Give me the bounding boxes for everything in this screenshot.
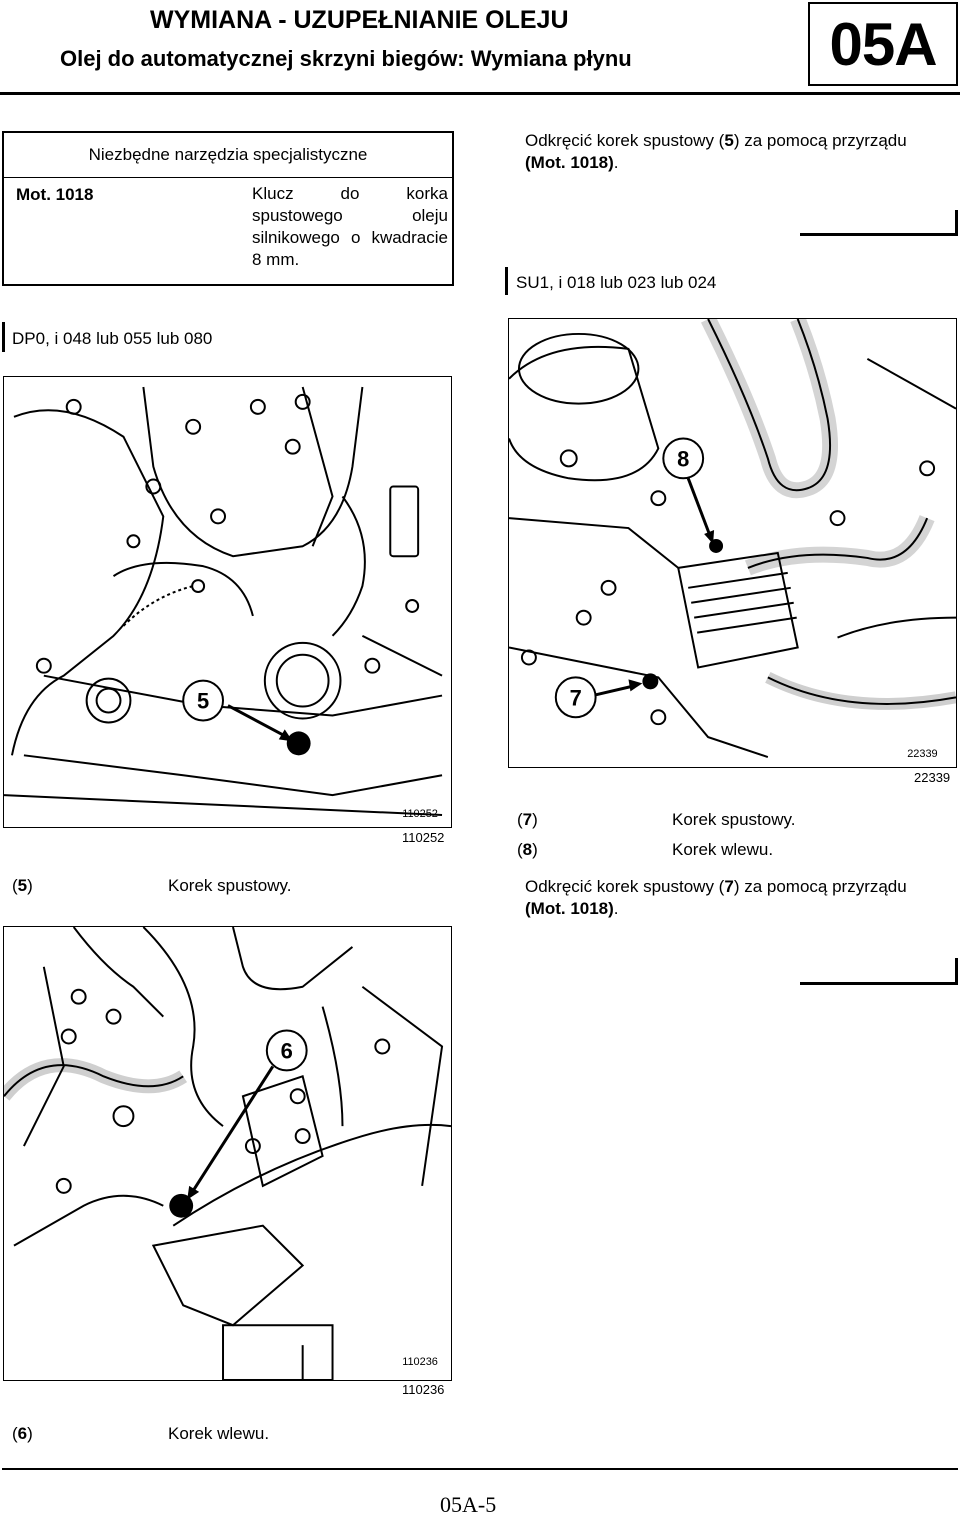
legend-text-8: Korek wlewu. — [672, 840, 774, 859]
tools-table-heading: Niezbędne narzędzia specjalistyczne — [88, 145, 368, 164]
tools-table-separator — [4, 177, 452, 178]
variant-label-right: SU1, i 018 lub 023 lub 024 — [516, 273, 717, 292]
legend-ref-7: (7) — [517, 810, 538, 829]
caption-ref-5: (5) — [12, 876, 33, 895]
instruction-1-prefix: Odkręcić korek spustowy ( — [525, 131, 725, 150]
page-title: WYMIANA - UZUPEŁNIANIE OLEJU — [150, 6, 569, 34]
figure-110236: 6 110236 — [3, 926, 452, 1381]
section-code-badge: 05A — [808, 2, 958, 86]
instruction-1-mid: ) za pomocą przyrządu — [733, 131, 907, 150]
caption-text-5: Korek spustowy. — [168, 876, 292, 895]
callout-7: 7 — [570, 685, 582, 710]
fill-plug-6-marker — [169, 1193, 194, 1218]
legend-ref-number: 8 — [522, 840, 533, 859]
end-marker-tick — [955, 210, 958, 236]
drain-plug-7-marker — [642, 673, 659, 690]
instruction-1: Odkręcić korek spustowy (5) za pomocą pr… — [525, 130, 960, 174]
figure-110252: 5 110252 — [3, 376, 452, 828]
callout-5: 5 — [197, 689, 209, 714]
figure3-code: 22339 — [914, 770, 951, 785]
footer-divider — [2, 1468, 958, 1470]
legend-ref-8: (8) — [517, 840, 538, 859]
variant-label-left: DP0, i 048 lub 055 lub 080 — [12, 329, 213, 348]
figure1-code: 110252 — [402, 830, 445, 845]
instruction-2-ref: 7 — [724, 877, 734, 896]
figure2-inset-code: 110236 — [402, 1356, 438, 1368]
variant-flag-right — [505, 267, 508, 295]
caption-ref-number: 6 — [17, 1424, 28, 1443]
gearbox-drawing-2: 6 110236 — [4, 927, 451, 1380]
instruction-2-mid: ) za pomocą przyrządu — [733, 877, 907, 896]
instruction-1-ref: 5 — [724, 131, 734, 150]
instruction-1-tool: (Mot. 1018) — [525, 153, 614, 172]
variant-flag-left — [2, 322, 5, 352]
end-marker-line — [800, 233, 958, 236]
legend-text-7: Korek spustowy. — [672, 810, 796, 829]
gearbox-drawing-1: 5 110252 — [4, 386, 443, 820]
special-tools-table: Niezbędne narzędzia specjalistyczne Mot.… — [2, 131, 454, 286]
instruction-2: Odkręcić korek spustowy (7) za pomocą pr… — [525, 876, 960, 920]
tool-code: Mot. 1018 — [16, 185, 94, 204]
callout-6: 6 — [281, 1038, 293, 1063]
header-divider — [0, 92, 960, 95]
instruction-2-tool: (Mot. 1018) — [525, 899, 614, 918]
page-subtitle: Olej do automatycznej skrzyni biegów: Wy… — [60, 46, 632, 71]
instruction-2-end: . — [613, 899, 619, 918]
end-marker-tick-2 — [955, 958, 958, 985]
page-number: 05A-5 — [440, 1492, 497, 1517]
caption-ref-6: (6) — [12, 1424, 33, 1443]
legend-ref-number: 7 — [522, 810, 533, 829]
end-marker-line-2 — [800, 982, 958, 985]
figure2-code: 110236 — [402, 1382, 445, 1397]
caption-ref-number: 5 — [17, 876, 28, 895]
gearbox-drawing-3: 7 8 22339 — [509, 319, 956, 760]
figure-22339: 7 8 22339 — [508, 318, 957, 768]
figure1-inset-code: 110252 — [402, 808, 438, 820]
figure3-inset-code: 22339 — [907, 748, 937, 760]
caption-text-6: Korek wlewu. — [168, 1424, 270, 1443]
tool-description: Klucz do korka spustowego oleju silnikow… — [252, 184, 448, 269]
instruction-2-prefix: Odkręcić korek spustowy ( — [525, 877, 725, 896]
callout-8: 8 — [677, 446, 689, 471]
instruction-1-end: . — [613, 153, 619, 172]
drain-plug-5-marker — [286, 731, 311, 756]
